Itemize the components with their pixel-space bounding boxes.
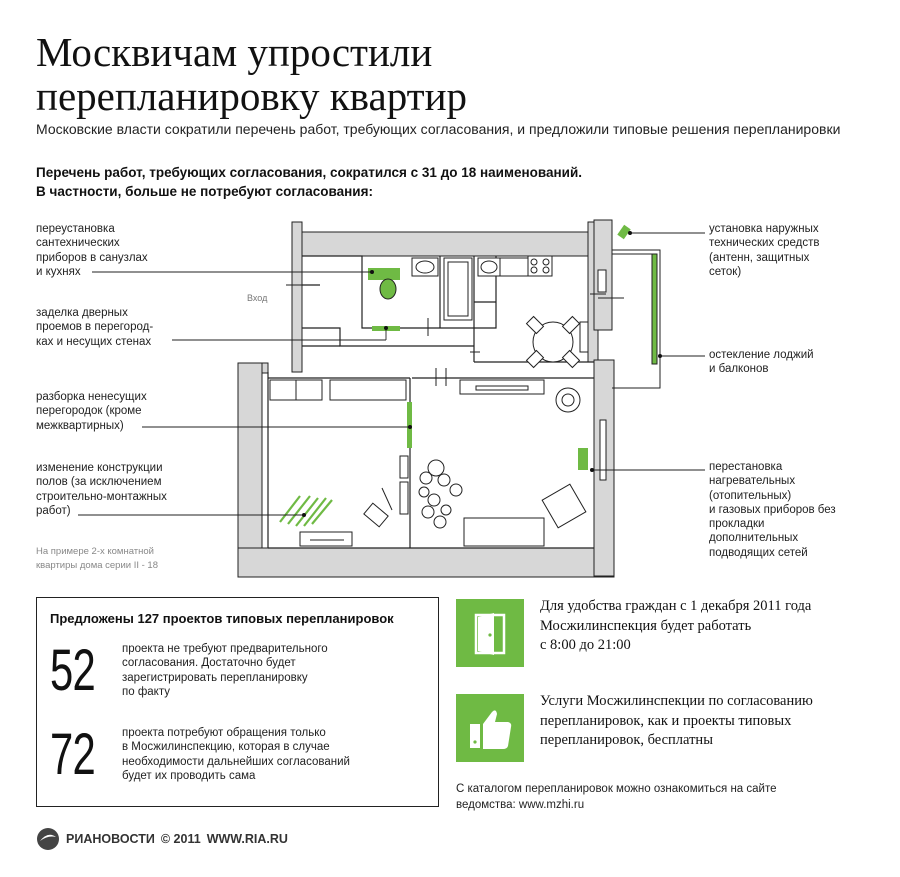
annotation-line: изменение конструкции xyxy=(36,462,163,474)
bathroom-fixtures xyxy=(379,255,553,321)
annotation-line: остекление лоджий xyxy=(709,349,814,361)
outer-walls xyxy=(237,219,615,578)
footer-site-link[interactable]: WWW.RIA.RU xyxy=(206,832,288,846)
info-free: Услуги Мосжилинспекции по согласованию п… xyxy=(540,692,813,751)
leader-dots xyxy=(302,231,662,517)
projects-line: проекта не требуют предварительного xyxy=(122,643,328,655)
plan-note-line: квартиры дома серии II - 18 xyxy=(36,560,159,571)
annotation-line: и балконов xyxy=(709,363,769,376)
annotation-line: перегородок (кроме xyxy=(36,405,142,418)
page-subtitle: Московские власти сократили перечень раб… xyxy=(36,121,841,137)
lead-text: Перечень работ, требующих согласования, … xyxy=(36,163,582,201)
info-line: перепланировок, бесплатны xyxy=(540,732,713,748)
projects-line: проекта потребуют обращения только xyxy=(122,727,326,739)
plan-note-line: На примере 2-х комнатной xyxy=(36,546,154,557)
dining-set xyxy=(525,315,589,369)
annotation-line: сантехнических xyxy=(36,237,120,250)
catalog-note: С каталогом перепланировок можно ознаком… xyxy=(456,781,777,813)
annotation-line: переустановка xyxy=(36,223,115,235)
projects-count-72: 72 xyxy=(50,722,96,787)
floor-hatching xyxy=(279,495,333,527)
door-icon xyxy=(456,599,524,667)
annotation-line: сеток) xyxy=(709,265,742,278)
plan-note: На примере 2-х комнатной квартиры дома с… xyxy=(36,545,158,573)
loggia xyxy=(598,249,661,389)
annotation-line: строительно-монтажных xyxy=(36,490,167,503)
projects-count-52: 52 xyxy=(50,638,96,703)
living-room-furniture xyxy=(418,379,587,547)
entry-label: Вход xyxy=(247,293,268,303)
annotation-line: проемов в перегород- xyxy=(36,321,154,334)
annotation-line: технических средств xyxy=(709,237,820,250)
annotation-line: (антенн, защитных xyxy=(709,251,810,264)
projects-text-72: проекта потребуют обращения только в Мос… xyxy=(122,726,350,783)
projects-line: зарегистрировать перепланировку xyxy=(122,671,308,684)
annotation-plumbing: переустановка сантехнических приборов в … xyxy=(36,222,148,279)
annotation-line: установка наружных xyxy=(709,223,819,235)
annotation-line: нагревательных xyxy=(709,475,796,488)
info-hours: Для удобства граждан с 1 декабря 2011 го… xyxy=(540,597,811,656)
thumbs-up-icon xyxy=(456,694,524,762)
annotation-line: и кухнях xyxy=(36,265,81,278)
projects-title: Предложены 127 проектов типовых переплан… xyxy=(50,611,394,626)
catalog-line: ведомства: www.mzhi.ru xyxy=(456,799,585,811)
door-marks xyxy=(286,284,606,386)
radiators xyxy=(597,269,607,481)
annotation-line: межквартирных) xyxy=(36,419,124,432)
info-line: Для удобства граждан с 1 декабря 2011 го… xyxy=(540,598,812,614)
info-line: с 8:00 до 21:00 xyxy=(540,637,631,653)
annotation-line: (отопительных) xyxy=(709,489,792,502)
annotation-doorways: заделка дверных проемов в перегород- ках… xyxy=(36,306,153,349)
annotation-line: перестановка xyxy=(709,461,783,473)
ria-logo-icon xyxy=(37,828,59,850)
leader-lines xyxy=(78,232,705,516)
annotation-line: заделка дверных xyxy=(36,307,128,319)
lead-line: Перечень работ, требующих согласования, … xyxy=(36,165,583,180)
footer: РИАНОВОСТИ © 2011 WWW.RIA.RU xyxy=(36,827,288,851)
projects-text-52: проекта не требуют предварительного согл… xyxy=(122,642,328,699)
projects-line: согласования. Достаточно будет xyxy=(122,657,296,670)
page-title: Москвичам упростили перепланировку кварт… xyxy=(36,29,468,119)
projects-line: будет их проводить сама xyxy=(122,769,256,782)
annotation-line: работ) xyxy=(36,504,71,517)
annotation-line: дополнительных xyxy=(709,532,799,545)
annotation-line: полов (за исключением xyxy=(36,476,162,489)
annotation-line: подводящих сетей xyxy=(709,546,808,559)
projects-line: по факту xyxy=(122,685,170,698)
footer-copyright: © 2011 xyxy=(160,832,201,846)
annotation-line: ках и несущих стенах xyxy=(36,335,152,348)
annotation-floors: изменение конструкции полов (за исключен… xyxy=(36,461,167,518)
info-line: перепланировок, как и проекты типовых xyxy=(540,712,792,729)
annotation-line: прокладки xyxy=(709,518,765,531)
annotation-line: разборка ненесущих xyxy=(36,391,147,403)
annotation-antennas: установка наружных технических средств (… xyxy=(709,222,819,279)
lead-line: В частности, больше не потребуют согласо… xyxy=(36,184,373,199)
info-line: Мосжилинспекция будет работать xyxy=(540,617,752,634)
annotation-heaters: перестановка нагревательных (отопительны… xyxy=(709,460,836,560)
bedroom-furniture xyxy=(269,379,409,547)
footer-brand: РИАНОВОСТИ xyxy=(66,832,155,846)
projects-box xyxy=(36,597,439,807)
catalog-line: С каталогом перепланировок можно ознаком… xyxy=(456,783,777,795)
info-line: Услуги Мосжилинспекции по согласованию xyxy=(540,693,813,709)
annotation-line: и газовых приборов без xyxy=(709,503,836,516)
annotation-glazing: остекление лоджий и балконов xyxy=(709,348,814,377)
projects-line: необходимости дальнейших согласований xyxy=(122,755,350,768)
projects-line: в Мосжилинспекцию, которая в случае xyxy=(122,741,330,754)
annotation-line: приборов в санузлах xyxy=(36,251,148,264)
annotation-partitions: разборка ненесущих перегородок (кроме ме… xyxy=(36,390,147,433)
